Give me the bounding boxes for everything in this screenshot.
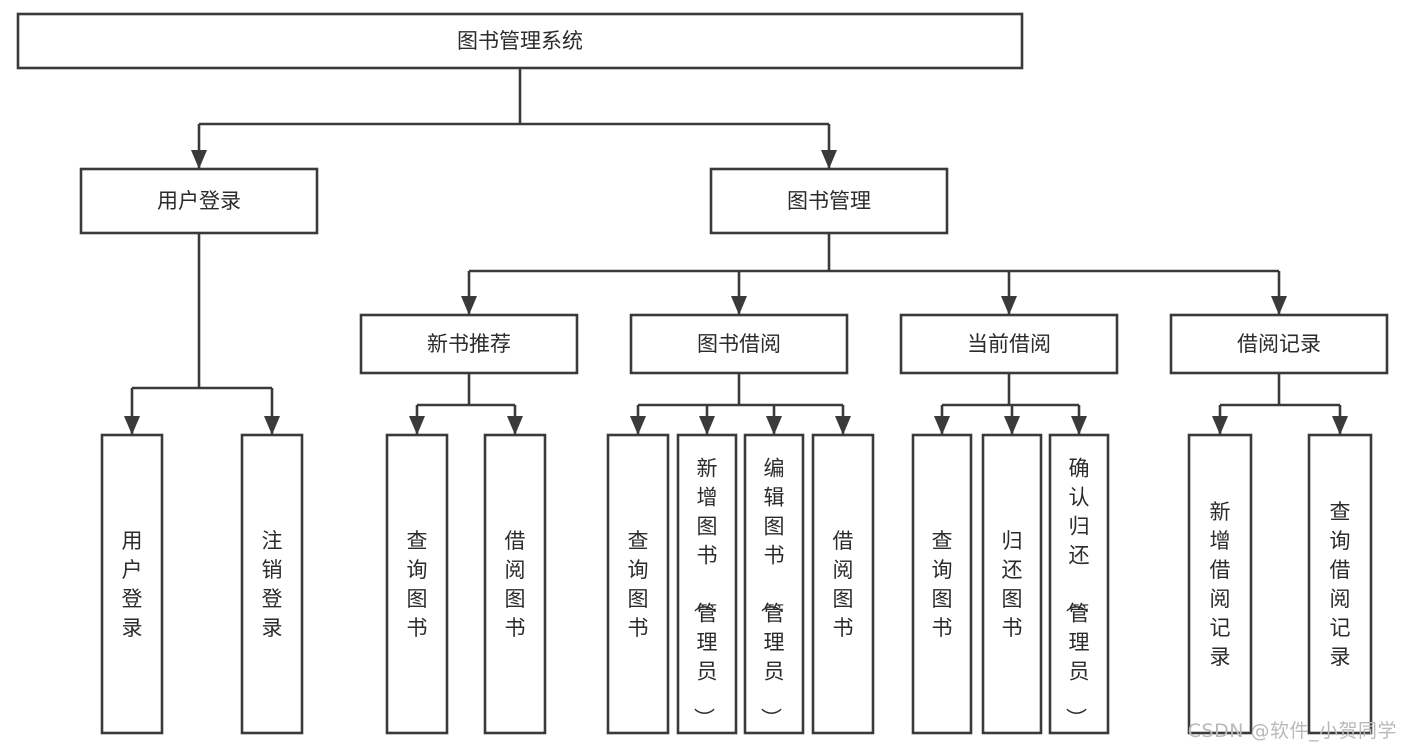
arrow-head-icon [461,296,477,315]
node-l2-0[interactable]: 用户登录 [79,167,319,235]
node-leaf-10-label: 确认归还（管理员） [1064,457,1090,729]
node-root-图书管理系统[interactable]: 图书管理系统 [16,12,1024,70]
node-leaf-2[interactable]: 查询图书 [385,433,449,735]
node-leaf-12[interactable]: 查询借阅记录 [1307,433,1373,735]
node-l3-2-rect[interactable] [899,313,1119,375]
node-l2-0-label: 用户登录 [157,189,241,213]
node-leaf-2-label: 查询图书 [407,529,428,640]
node-l3-0[interactable]: 新书推荐 [359,313,579,375]
node-leaf-11-rect[interactable] [1187,433,1253,735]
arrow-head-icon [1071,416,1087,435]
node-leaf-9-rect[interactable] [981,433,1043,735]
node-l3-3-label: 借阅记录 [1237,332,1321,356]
node-root-图书管理系统-label: 图书管理系统 [457,29,583,53]
arrow-head-icon [507,416,523,435]
node-leaf-11-label: 新增借阅记录 [1210,500,1231,669]
node-leaf-10[interactable]: 确认归还（管理员） [1048,433,1110,735]
node-leaf-1[interactable]: 注销登录 [240,433,304,735]
node-boxes: 图书管理系统用户登录图书管理新书推荐图书借阅当前借阅借阅记录用户登录注销登录查询… [16,12,1389,735]
node-l3-1[interactable]: 图书借阅 [629,313,849,375]
node-leaf-4-label: 查询图书 [628,529,649,640]
node-leaf-7-label: 借阅图书 [833,529,854,640]
arrow-head-icon [264,416,280,435]
node-leaf-8-label: 查询图书 [932,529,953,640]
node-l2-1[interactable]: 图书管理 [709,167,949,235]
arrow-head-icon [630,416,646,435]
arrow-head-icon [124,416,140,435]
node-l3-1-label: 图书借阅 [697,332,781,356]
node-l3-0-label: 新书推荐 [427,332,511,356]
arrow-head-icon [934,416,950,435]
node-l3-2[interactable]: 当前借阅 [899,313,1119,375]
node-root-图书管理系统-rect[interactable] [16,12,1024,70]
node-l3-3-rect[interactable] [1169,313,1389,375]
node-l3-0-rect[interactable] [359,313,579,375]
arrow-head-icon [835,416,851,435]
node-l3-2-label: 当前借阅 [967,332,1051,356]
node-leaf-8-rect[interactable] [911,433,973,735]
arrow-head-icon [699,416,715,435]
node-leaf-0[interactable]: 用户登录 [100,433,164,735]
node-leaf-1-rect[interactable] [240,433,304,735]
node-leaf-3-rect[interactable] [483,433,547,735]
node-leaf-0-label: 用户登录 [122,529,143,640]
node-leaf-12-label: 查询借阅记录 [1330,500,1351,669]
node-leaf-4[interactable]: 查询图书 [606,433,670,735]
arrow-head-icon [731,296,747,315]
node-l2-0-rect[interactable] [79,167,319,235]
arrow-head-icon [1212,416,1228,435]
arrow-head-icon [766,416,782,435]
node-leaf-10-rect[interactable] [1048,433,1110,735]
node-leaf-8[interactable]: 查询图书 [911,433,973,735]
node-leaf-11[interactable]: 新增借阅记录 [1187,433,1253,735]
node-leaf-12-rect[interactable] [1307,433,1373,735]
node-l2-1-label: 图书管理 [787,189,871,213]
node-leaf-0-rect[interactable] [100,433,164,735]
arrow-head-icon [1004,416,1020,435]
arrow-head-icon [191,150,207,169]
node-leaf-5-rect[interactable] [676,433,738,735]
arrow-head-icon [1001,296,1017,315]
node-l2-1-rect[interactable] [709,167,949,235]
node-leaf-9-label: 归还图书 [1002,529,1023,640]
node-leaf-4-rect[interactable] [606,433,670,735]
node-leaf-7[interactable]: 借阅图书 [811,433,875,735]
node-leaf-9[interactable]: 归还图书 [981,433,1043,735]
node-l3-3[interactable]: 借阅记录 [1169,313,1389,375]
connector-lines [124,68,1348,435]
node-leaf-6-rect[interactable] [743,433,805,735]
node-leaf-5-label: 新增图书（管理员） [692,457,718,729]
node-leaf-6-label: 编辑图书（管理员） [759,457,785,729]
node-leaf-5[interactable]: 新增图书（管理员） [676,433,738,735]
arrow-head-icon [821,150,837,169]
node-leaf-3-label: 借阅图书 [505,529,526,640]
node-leaf-3[interactable]: 借阅图书 [483,433,547,735]
node-leaf-2-rect[interactable] [385,433,449,735]
node-l3-1-rect[interactable] [629,313,849,375]
arrow-head-icon [1332,416,1348,435]
arrow-head-icon [409,416,425,435]
node-leaf-7-rect[interactable] [811,433,875,735]
node-leaf-1-label: 注销登录 [262,529,283,640]
node-leaf-6[interactable]: 编辑图书（管理员） [743,433,805,735]
arrow-head-icon [1271,296,1287,315]
